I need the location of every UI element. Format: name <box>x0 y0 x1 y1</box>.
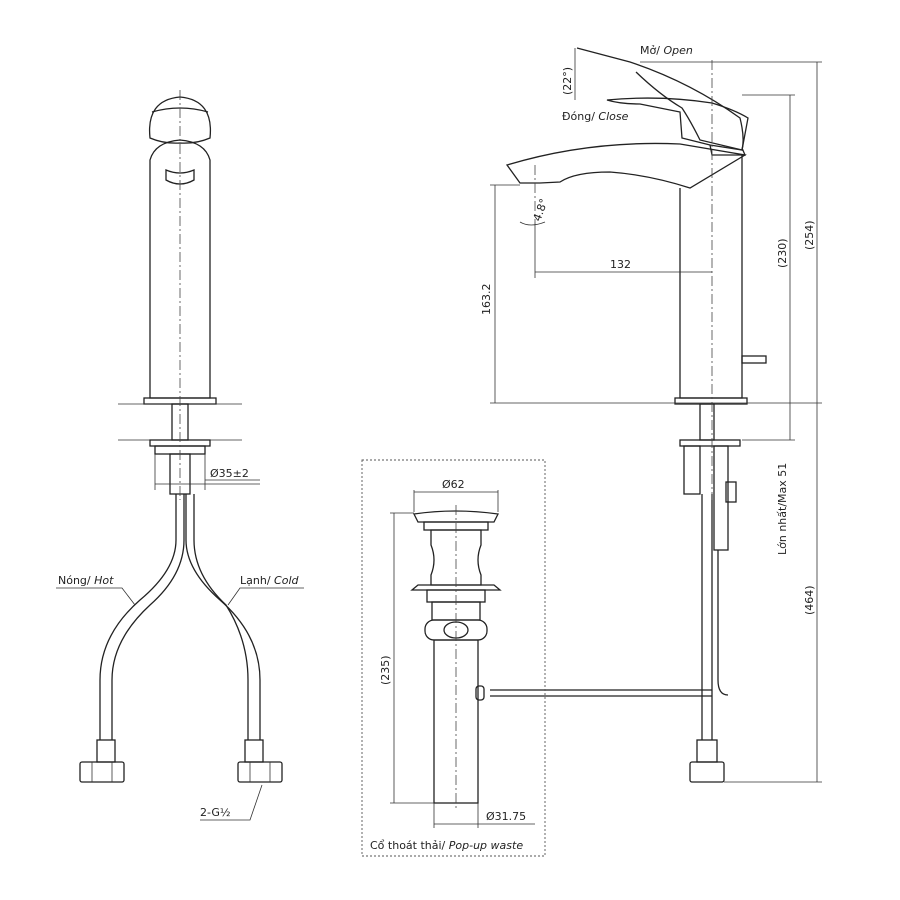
popup-waste: Ø62 (235) Ø31.75 Cổ thoát thải/ Pop-up w… <box>361 459 546 857</box>
hot-hose-inner-edge <box>111 494 185 740</box>
popup-lift-rod <box>741 355 767 364</box>
side-fitting <box>689 761 725 783</box>
close-label: Đóng/ Close <box>562 110 629 123</box>
hot-hose <box>99 494 177 740</box>
waste-cap <box>413 510 499 523</box>
hot-fitting <box>79 761 125 783</box>
waste-frame <box>361 459 546 857</box>
popup-rod-clip <box>725 481 737 503</box>
popup-rod-bend <box>717 550 729 696</box>
cold-hose-collar <box>244 739 264 763</box>
waste-pipe-diameter-label: Ø31.75 <box>486 810 526 823</box>
cold-hose-inner-edge <box>193 494 249 740</box>
spout-height-label: 163.2 <box>480 284 493 316</box>
front-body <box>149 139 211 399</box>
popup-rod-housing <box>713 445 729 551</box>
connection-diameter-label: Ø35±2 <box>210 467 249 480</box>
side-shank <box>683 445 701 495</box>
hot-label-vi: Nóng/ <box>58 574 91 587</box>
open-label-vi: Mở/ <box>640 44 660 57</box>
front-handle-cap <box>148 96 212 144</box>
waste-pivot-nut <box>475 685 485 701</box>
waste-flange <box>410 584 502 591</box>
height-230-label: (230) <box>776 238 789 268</box>
side-view: Mở/ Open Đóng/ Close (22°) 4.8° 132 163.… <box>480 44 822 783</box>
side-hose <box>701 494 713 740</box>
cold-label-vi: Lạnh/ <box>240 574 271 587</box>
front-view: Ø35±2 Nóng/ Hot Lạnh/ Cold 2-G½ <box>56 90 304 821</box>
waste-caption-vi: Cổ thoát thải/ <box>370 839 446 852</box>
spout <box>505 142 747 189</box>
close-label-en: Close <box>598 110 628 123</box>
handle-angle-label: (22°) <box>561 67 574 95</box>
height-254-label: (254) <box>803 220 816 250</box>
spout-reach-label: 132 <box>610 258 631 271</box>
cold-label-en: Cold <box>274 574 299 587</box>
spout-angle-label: 4.8° <box>531 197 551 223</box>
max-thickness-label: Lớn nhất/Max 51 <box>776 463 789 555</box>
front-aerator <box>165 169 195 185</box>
open-label: Mở/ Open <box>640 44 693 57</box>
handle-open <box>576 47 744 151</box>
thread-label: 2-G½ <box>200 806 231 819</box>
side-mount-stud <box>699 403 715 441</box>
waste-length-label: (235) <box>379 655 392 685</box>
side-body <box>679 155 743 399</box>
waste-top-diameter-label: Ø62 <box>442 478 465 491</box>
waste-caption-en: Pop-up waste <box>449 839 524 852</box>
cold-leader-line <box>227 587 304 606</box>
side-lower-plate <box>679 439 741 447</box>
waste-caption: Cổ thoát thải/ Pop-up waste <box>370 839 523 852</box>
waste-body <box>430 529 482 586</box>
hot-leader-line <box>56 587 136 606</box>
hot-hose-collar <box>96 739 116 763</box>
thread-leader-line <box>200 784 263 821</box>
spout-angle-arc <box>519 221 546 226</box>
hot-label: Nóng/ Hot <box>58 574 114 587</box>
handle-base <box>709 144 746 156</box>
close-label-vi: Đóng/ <box>562 110 595 123</box>
handle-closed <box>606 97 749 151</box>
below-length-label: (464) <box>803 585 816 615</box>
open-label-en: Open <box>663 44 692 57</box>
cold-label: Lạnh/ Cold <box>240 574 299 587</box>
side-hose-collar <box>696 739 718 763</box>
cold-fitting <box>237 761 283 783</box>
cold-hose <box>185 494 261 740</box>
hot-label-en: Hot <box>94 574 114 587</box>
